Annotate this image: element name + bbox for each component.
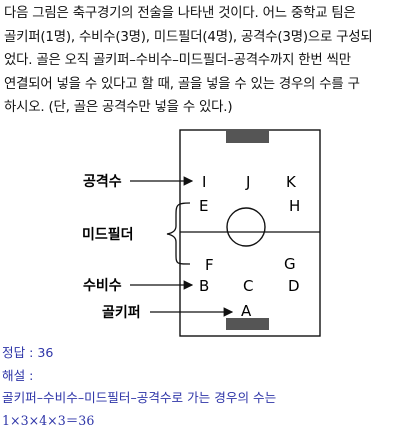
player-g: G [284, 255, 296, 273]
answer-line: 정답 : 36 [2, 345, 54, 360]
player-k: K [286, 173, 297, 191]
label-defender: 수비수 [83, 278, 122, 294]
player-c: C [243, 277, 253, 295]
player-d: D [288, 277, 300, 295]
player-j: J [245, 173, 250, 191]
player-b: B [199, 277, 209, 295]
problem-line: 었다. 골은 오직 골키퍼–수비수–미드필더–공격수까지 한번 씩만 [4, 53, 351, 69]
player-a: A [241, 302, 252, 320]
center-circle [226, 207, 266, 247]
problem-line: 하시오. (단, 골은 공격수만 넣을 수 있다.) [4, 100, 233, 116]
midfielder-brace [166, 202, 191, 265]
problem-text: 다음 그림은 축구경기의 전술을 나타낸 것이다. 어느 중학교 팀은 골키퍼(… [4, 2, 398, 120]
explanation-text: 골키퍼–수비수–미드필터–공격수로 가는 경우의 수는 [2, 390, 277, 405]
player-e: E [199, 197, 208, 215]
problem-line: 연결되어 넣을 수 있다고 할 때, 골을 넣을 수 있는 경우의 수를 구 [4, 76, 360, 92]
player-h: H [289, 197, 300, 215]
answer-section: 정답 : 36 해설 : 골키퍼–수비수–미드필터–공격수로 가는 경우의 수는… [2, 342, 398, 432]
top-goal [226, 130, 269, 143]
label-forward: 공격수 [83, 173, 122, 190]
explanation-heading: 해설 : [2, 367, 34, 383]
label-midfielder: 미드필더 [82, 226, 134, 243]
player-i: I [202, 173, 206, 191]
label-goalkeeper: 골키퍼 [102, 305, 141, 321]
player-f: F [205, 256, 214, 274]
problem-line: 다음 그림은 축구경기의 전술을 나타낸 것이다. 어느 중학교 팀은 [4, 6, 356, 21]
bottom-goal [226, 318, 269, 330]
explanation-formula: 1×3×4×3＝36 [2, 412, 95, 428]
soccer-field-diagram: I J K E H F G B C D A 공격수 미드필더 수비수 골키퍼 [82, 129, 321, 337]
problem-line: 골키퍼(1명), 수비수(3명), 미드필더(4명), 공격수(3명)으로 구성… [4, 29, 373, 45]
